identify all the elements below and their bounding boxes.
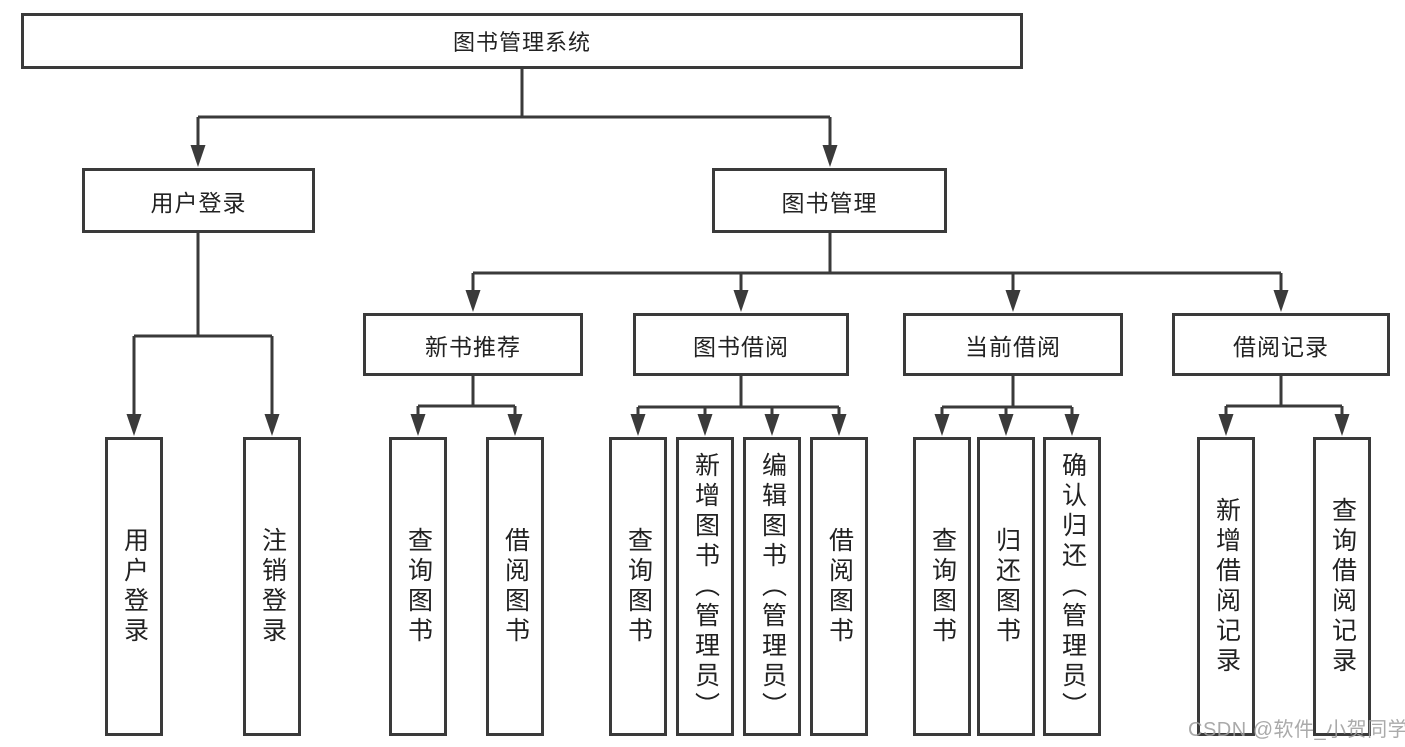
leaf-query-book-current: 查询图书 bbox=[913, 437, 971, 736]
arrowheads bbox=[126, 145, 1350, 436]
leaf-borrow-book-recommend: 借阅图书 bbox=[486, 437, 544, 736]
node-user-login: 用户登录 bbox=[82, 168, 315, 233]
node-label: 查询图书 bbox=[928, 526, 957, 647]
node-label: 新书推荐 bbox=[425, 333, 521, 360]
leaf-confirm-return-admin: 确认归还（管理员） bbox=[1043, 437, 1101, 736]
node-label: 新增借阅记录 bbox=[1212, 496, 1241, 677]
node-new-book-recommend: 新书推荐 bbox=[363, 313, 583, 376]
leaf-query-book-borrow: 查询图书 bbox=[609, 437, 667, 736]
node-book-management: 图书管理 bbox=[712, 168, 947, 233]
leaf-add-book-admin: 新增图书（管理员） bbox=[676, 437, 734, 736]
node-label: 图书借阅 bbox=[693, 333, 789, 360]
node-label: 归还图书 bbox=[992, 526, 1021, 647]
leaf-borrow-book: 借阅图书 bbox=[810, 437, 868, 736]
node-current-borrow: 当前借阅 bbox=[903, 313, 1123, 376]
leaf-add-borrow-record: 新增借阅记录 bbox=[1197, 437, 1255, 736]
leaf-user-login: 用户登录 bbox=[105, 437, 163, 736]
node-label: 确认归还（管理员） bbox=[1058, 451, 1087, 722]
node-label: 新增图书（管理员） bbox=[691, 451, 720, 722]
node-label: 借阅图书 bbox=[825, 526, 854, 647]
leaf-logout: 注销登录 bbox=[243, 437, 301, 736]
node-label: 查询图书 bbox=[624, 526, 653, 647]
node-label: 编辑图书（管理员） bbox=[758, 451, 787, 722]
leaf-return-book: 归还图书 bbox=[977, 437, 1035, 736]
node-label: 用户登录 bbox=[150, 189, 247, 216]
node-borrow-records: 借阅记录 bbox=[1172, 313, 1390, 376]
node-label: 借阅记录 bbox=[1233, 333, 1329, 360]
node-label: 图书管理 bbox=[781, 189, 878, 216]
csdn-watermark: CSDN @软件_小贺同学 bbox=[1188, 719, 1405, 741]
node-book-borrow: 图书借阅 bbox=[633, 313, 849, 376]
leaf-edit-book-admin: 编辑图书（管理员） bbox=[743, 437, 801, 736]
node-label: 当前借阅 bbox=[965, 333, 1061, 360]
node-label: 查询借阅记录 bbox=[1328, 496, 1357, 677]
node-label: 用户登录 bbox=[120, 526, 149, 647]
leaf-query-borrow-record: 查询借阅记录 bbox=[1313, 437, 1371, 736]
node-label: 注销登录 bbox=[258, 526, 287, 647]
node-label: 查询图书 bbox=[404, 526, 433, 647]
node-label: 借阅图书 bbox=[501, 526, 530, 647]
leaf-query-book-recommend: 查询图书 bbox=[389, 437, 447, 736]
node-library-management-system: 图书管理系统 bbox=[21, 13, 1023, 69]
node-label: 图书管理系统 bbox=[452, 30, 591, 55]
